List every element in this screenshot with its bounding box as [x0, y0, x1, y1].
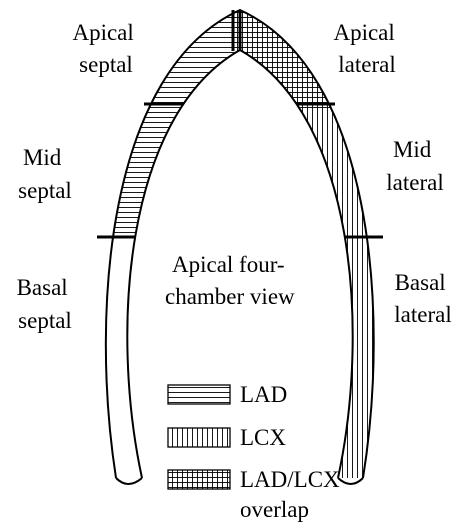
- wall-base-left: [116, 478, 142, 484]
- legend-swatch-overlap: [168, 470, 230, 489]
- legend-swatch-lad: [168, 385, 230, 404]
- wall-base-right: [338, 478, 363, 484]
- wall-outer-contour: [106, 10, 374, 478]
- legend-label-lad: LAD: [240, 382, 287, 407]
- label-mid-septal: Mid septal: [18, 145, 72, 203]
- label-basal-septal: Basal septal: [17, 275, 74, 333]
- segment-mid-septal-fill: [0, 108, 240, 241]
- legend-label-lcx: LCX: [240, 425, 286, 450]
- legend-label-overlap: LAD/LCX: [240, 467, 340, 492]
- label-basal-lateral: Basal lateral: [394, 270, 451, 327]
- legend: LAD LCX LAD/LCX overlap: [168, 382, 340, 522]
- view-label: Apical four- chamber view: [165, 252, 295, 309]
- legend-label-overlap-line2: overlap: [240, 497, 309, 522]
- label-apical-septal: Apical septal: [72, 20, 139, 77]
- label-mid-lateral: Mid lateral: [386, 137, 443, 195]
- legend-swatch-lcx: [168, 428, 230, 447]
- label-apical-lateral: Apical lateral: [333, 20, 400, 77]
